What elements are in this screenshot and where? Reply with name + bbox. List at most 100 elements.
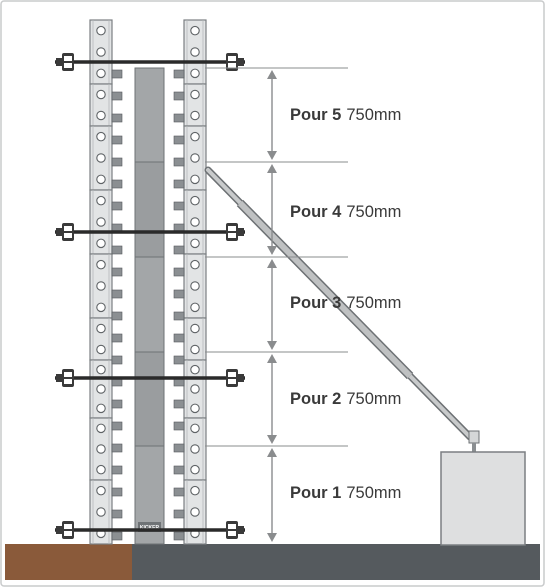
- bolt-hole: [96, 364, 106, 375]
- bolt-hole: [96, 444, 106, 454]
- bolt-hole: [96, 25, 106, 36]
- ground-soil: [5, 544, 132, 580]
- form-panel: [183, 317, 207, 361]
- bolt-hole: [96, 110, 106, 121]
- bolt-hole: [190, 344, 200, 355]
- bolt-hole: [96, 47, 106, 57]
- form-panel: [183, 479, 207, 545]
- clamp: [111, 531, 123, 541]
- clamp: [111, 201, 123, 211]
- bolt-hole: [190, 47, 200, 57]
- form-panel: [89, 19, 113, 85]
- bolt-hole: [190, 25, 200, 36]
- bolt-hole: [190, 323, 200, 334]
- dimension-arrow: [267, 164, 277, 255]
- form-panel: [89, 317, 113, 361]
- bolt-hole: [190, 403, 200, 414]
- bolt-hole: [96, 68, 106, 79]
- clamp: [173, 487, 185, 497]
- form-panel: [89, 253, 113, 319]
- form-panel: [89, 479, 113, 545]
- clamp: [173, 355, 185, 365]
- concrete-pour-3: [134, 256, 165, 353]
- bolt-hole: [190, 174, 200, 185]
- bolt-hole: [96, 281, 106, 291]
- form-panel: [89, 83, 113, 127]
- clamp: [111, 465, 123, 475]
- clamp: [111, 179, 123, 189]
- prop-end-bracket: [468, 430, 480, 444]
- form-panel: [89, 125, 113, 191]
- clamp: [111, 135, 123, 145]
- bolt-hole: [190, 68, 200, 79]
- clamp: [173, 91, 185, 101]
- bolt-hole: [190, 444, 200, 454]
- dimension-arrow: [267, 259, 277, 350]
- form-panel: [183, 83, 207, 127]
- wingnut-icon: [226, 223, 244, 241]
- bolt-hole: [190, 195, 200, 206]
- clamp: [173, 311, 185, 321]
- clamp: [111, 113, 123, 123]
- dimension-arrow: [267, 70, 277, 160]
- bolt-hole: [96, 174, 106, 185]
- bolt-hole: [190, 364, 200, 375]
- clamp: [111, 69, 123, 79]
- bolt-hole: [96, 344, 106, 355]
- clamp: [173, 289, 185, 299]
- clamp: [111, 267, 123, 277]
- bolt-hole: [190, 423, 200, 434]
- wingnut-icon: [56, 521, 74, 539]
- bolt-hole: [190, 507, 200, 517]
- dimension-arrow: [267, 354, 277, 444]
- counterweight-block: [440, 451, 526, 546]
- form-panel: [183, 19, 207, 85]
- clamp: [173, 421, 185, 431]
- concrete-pour-2: [134, 351, 165, 447]
- form-panel: [89, 189, 113, 255]
- bolt-hole: [96, 195, 106, 206]
- clamp: [173, 69, 185, 79]
- bolt-hole: [96, 323, 106, 334]
- bolt-hole: [96, 238, 106, 249]
- bolt-hole: [96, 153, 106, 163]
- bolt-hole: [190, 153, 200, 163]
- push-pull-prop: [204, 166, 480, 453]
- clamp: [173, 443, 185, 453]
- concrete-pour-5: [134, 67, 165, 163]
- form-panel: [89, 417, 113, 481]
- bolt-hole: [190, 464, 200, 475]
- tie-bar: [55, 223, 245, 241]
- concrete-wall: KICKER: [134, 67, 165, 545]
- clamp: [111, 355, 123, 365]
- bolt-hole: [96, 384, 106, 394]
- bolt-hole: [96, 485, 106, 496]
- clamp: [111, 157, 123, 167]
- clamp: [111, 399, 123, 409]
- bolt-hole: [190, 384, 200, 394]
- tie-bar: [55, 369, 245, 387]
- clamp: [111, 487, 123, 497]
- bolt-hole: [190, 281, 200, 291]
- wingnut-icon: [56, 53, 74, 71]
- clamp: [173, 509, 185, 519]
- bolt-hole: [96, 217, 106, 227]
- clamp: [111, 289, 123, 299]
- clamp: [173, 399, 185, 409]
- tie-bar: [55, 521, 245, 539]
- clamp: [111, 245, 123, 255]
- ground-slab: [132, 544, 540, 580]
- bolt-hole: [190, 110, 200, 121]
- clamp: [173, 113, 185, 123]
- clamp: [173, 245, 185, 255]
- clamp: [173, 135, 185, 145]
- wingnut-icon: [226, 369, 244, 387]
- wingnut-icon: [226, 53, 244, 71]
